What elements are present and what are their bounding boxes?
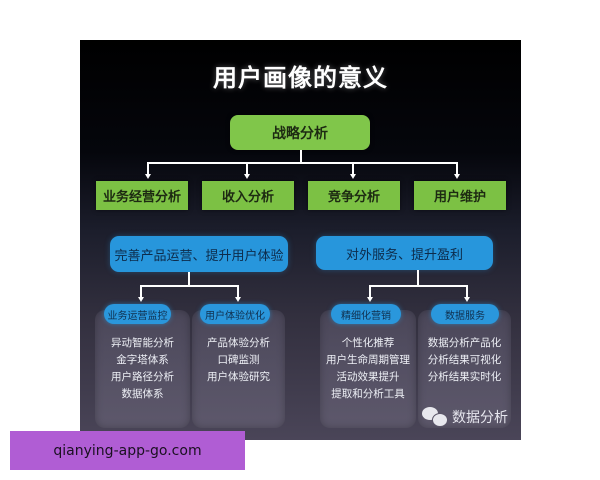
node-user-maintenance: 用户维护 xyxy=(414,181,506,210)
connector xyxy=(140,285,239,287)
node-revenue-analysis: 收入分析 xyxy=(202,181,294,210)
arrow-icon xyxy=(367,297,373,302)
node-ops-monitoring: 业务运营监控 xyxy=(104,304,171,324)
node-ux-optimization: 用户体验优化 xyxy=(200,304,270,324)
list-item: 异动智能分析 xyxy=(111,337,174,349)
connector xyxy=(369,285,468,287)
list-item: 口碑监测 xyxy=(217,354,260,366)
arrow-icon xyxy=(235,297,241,302)
node-improve-product: 完善产品运营、提升用户体验 xyxy=(110,236,288,272)
node-external-service: 对外服务、提升盈利 xyxy=(316,236,493,270)
panel-ux-optimization xyxy=(192,310,285,428)
diagram-canvas: 用户画像的意义 战略分析 业务经营分析 收入分析 竞争分析 用户维护 完善产品运… xyxy=(80,40,521,440)
connector xyxy=(147,162,149,174)
list-item: 活动效果提升 xyxy=(336,371,400,383)
connector xyxy=(140,285,142,297)
arrow-icon xyxy=(464,297,470,302)
list-item: 数据体系 xyxy=(121,388,164,400)
arrow-icon xyxy=(138,297,144,302)
watermark-banner: qianying-app-go.com xyxy=(10,431,245,470)
brand-badge: 数据分析 xyxy=(422,407,508,427)
arrow-icon xyxy=(244,174,250,179)
arrow-icon xyxy=(454,174,460,179)
brand-label: 数据分析 xyxy=(452,410,508,426)
node-precision-marketing: 精细化营销 xyxy=(331,304,401,324)
node-data-service: 数据服务 xyxy=(431,304,499,324)
panel-ops-monitoring xyxy=(95,310,190,428)
list-item: 用户路径分析 xyxy=(111,371,174,383)
arrow-icon xyxy=(145,174,151,179)
connector xyxy=(188,272,190,286)
list-item: 个性化推荐 xyxy=(341,337,395,349)
arrow-icon xyxy=(350,174,356,179)
connector xyxy=(300,150,302,163)
list-item: 产品体验分析 xyxy=(207,337,270,349)
node-competition-analysis: 竞争分析 xyxy=(308,181,400,210)
connector xyxy=(147,162,458,164)
list-item: 提取和分析工具 xyxy=(331,388,405,400)
list-item: 分析结果实时化 xyxy=(427,371,502,383)
panel-precision-marketing xyxy=(320,310,416,428)
item-list-precision-marketing: 个性化推荐 用户生命周期管理 活动效果提升 提取和分析工具 xyxy=(320,335,416,403)
connector xyxy=(369,285,371,297)
watermark-text: qianying-app-go.com xyxy=(53,442,202,459)
list-item: 分析结果可视化 xyxy=(427,354,502,366)
connector xyxy=(352,162,354,174)
connector xyxy=(466,285,468,297)
list-item: 用户生命周期管理 xyxy=(326,354,410,366)
connector xyxy=(456,162,458,174)
connector xyxy=(246,162,248,174)
list-item: 金字塔体系 xyxy=(116,354,169,366)
list-item: 数据分析产品化 xyxy=(427,337,502,349)
wechat-icon xyxy=(422,407,448,427)
diagram-title: 用户画像的意义 xyxy=(213,64,388,92)
list-item: 用户体验研究 xyxy=(207,371,270,383)
node-business-analysis: 业务经营分析 xyxy=(96,181,188,210)
node-root: 战略分析 xyxy=(230,115,370,150)
item-list-ops-monitoring: 异动智能分析 金字塔体系 用户路径分析 数据体系 xyxy=(95,335,190,403)
connector xyxy=(237,285,239,297)
item-list-ux-optimization: 产品体验分析 口碑监测 用户体验研究 xyxy=(192,335,285,386)
item-list-data-service: 数据分析产品化 分析结果可视化 分析结果实时化 xyxy=(418,335,511,386)
connector xyxy=(417,270,419,286)
